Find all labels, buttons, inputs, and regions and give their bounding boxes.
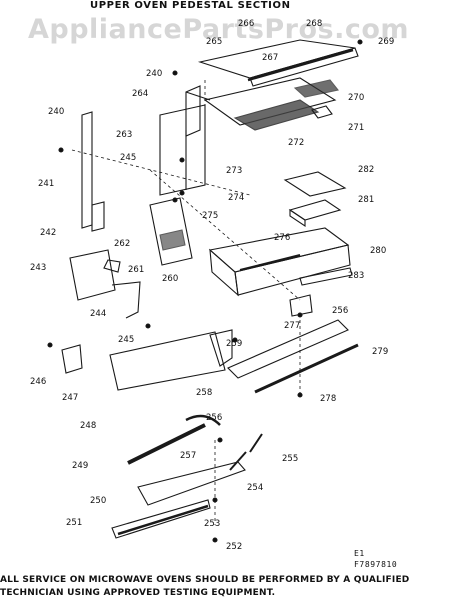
callout-272: 272: [288, 138, 304, 148]
callout-275: 275: [202, 211, 218, 221]
watermark: AppliancePartsPros.com: [28, 14, 410, 45]
part-lower-panel: [109, 329, 233, 391]
callout-278: 278: [320, 394, 336, 404]
callout-263: 263: [116, 130, 132, 140]
callout-277: 277: [284, 321, 300, 331]
callout-253: 253: [204, 519, 220, 529]
callout-247: 247: [62, 393, 78, 403]
part-cover: [283, 171, 347, 197]
callout-256-lower: 256: [206, 413, 222, 423]
part-kick-panel: [137, 461, 246, 506]
callout-240: 240: [146, 69, 162, 79]
callout-labels: 240 240 241 242 243 244 245 245 246 247 …: [30, 19, 394, 552]
drawing-code: E1: [354, 549, 365, 558]
diagram-title: UPPER OVEN PEDESTAL SECTION: [90, 0, 291, 11]
part-strip: [81, 111, 105, 232]
callout-280: 280: [370, 246, 386, 256]
callout-268: 268: [306, 19, 322, 29]
callout-264: 264: [132, 89, 148, 99]
callout-248: 248: [80, 421, 96, 431]
part-bar: [229, 451, 247, 471]
callout-271: 271: [348, 123, 364, 133]
callout-279: 279: [372, 347, 388, 357]
callout-269: 269: [378, 37, 394, 47]
callout-282: 282: [358, 165, 374, 175]
part-control-board: [288, 199, 342, 228]
callout-246: 246: [30, 377, 46, 387]
callout-276: 276: [274, 233, 290, 243]
callout-245: 245: [118, 335, 134, 345]
callout-266: 266: [238, 19, 254, 29]
callout-245-upper: 245: [120, 153, 136, 163]
part-rod: [127, 414, 221, 465]
callout-267: 267: [262, 53, 278, 63]
part-bracket: [185, 85, 211, 137]
service-note-line-1: ALL SERVICE ON MICROWAVE OVENS SHOULD BE…: [0, 575, 410, 585]
part-side-bracket: [61, 344, 83, 374]
callout-241: 241: [38, 179, 54, 189]
callout-251: 251: [66, 518, 82, 528]
service-note-line-2: TECHNICIAN USING APPROVED TESTING EQUIPM…: [0, 588, 276, 598]
callout-281: 281: [358, 195, 374, 205]
part-front-panel: [69, 249, 121, 301]
callout-270: 270: [348, 93, 364, 103]
part-wire: [111, 281, 141, 319]
part-control-plate: [149, 197, 193, 266]
part-top-panel: [197, 39, 359, 87]
callout-252: 252: [226, 542, 242, 552]
callout-259: 259: [226, 339, 242, 349]
callout-249: 249: [72, 461, 88, 471]
callout-265: 265: [206, 37, 222, 47]
part-trim-rail: [227, 319, 359, 394]
screw-markers: [47, 39, 363, 543]
callout-273: 273: [226, 166, 242, 176]
callout-255: 255: [282, 454, 298, 464]
part-side-panel: [159, 104, 206, 196]
callout-256: 256: [332, 306, 348, 316]
callout-257: 257: [180, 451, 196, 461]
callout-254: 254: [247, 483, 263, 493]
callout-258: 258: [196, 388, 212, 398]
callout-261: 261: [128, 265, 144, 275]
part-support: [289, 294, 313, 317]
leader-lines: [71, 80, 301, 525]
callout-240-left: 240: [48, 107, 64, 117]
callout-250: 250: [90, 496, 106, 506]
callout-283: 283: [348, 271, 364, 281]
callout-243: 243: [30, 263, 46, 273]
callout-242: 242: [40, 228, 56, 238]
callout-274: 274: [228, 193, 244, 203]
part-housing: [208, 227, 351, 297]
callout-244: 244: [90, 309, 106, 319]
part-base-rail: [111, 499, 211, 539]
part-tray: [203, 77, 339, 131]
part-shelf: [299, 267, 353, 286]
drawing-id: E1 F7897810: [354, 548, 397, 570]
callout-262: 262: [114, 239, 130, 249]
part-bar-small: [249, 433, 263, 453]
drawing-number: F7897810: [354, 560, 398, 569]
service-note: ALL SERVICE ON MICROWAVE OVENS SHOULD BE…: [0, 574, 450, 600]
callout-260: 260: [162, 274, 178, 284]
